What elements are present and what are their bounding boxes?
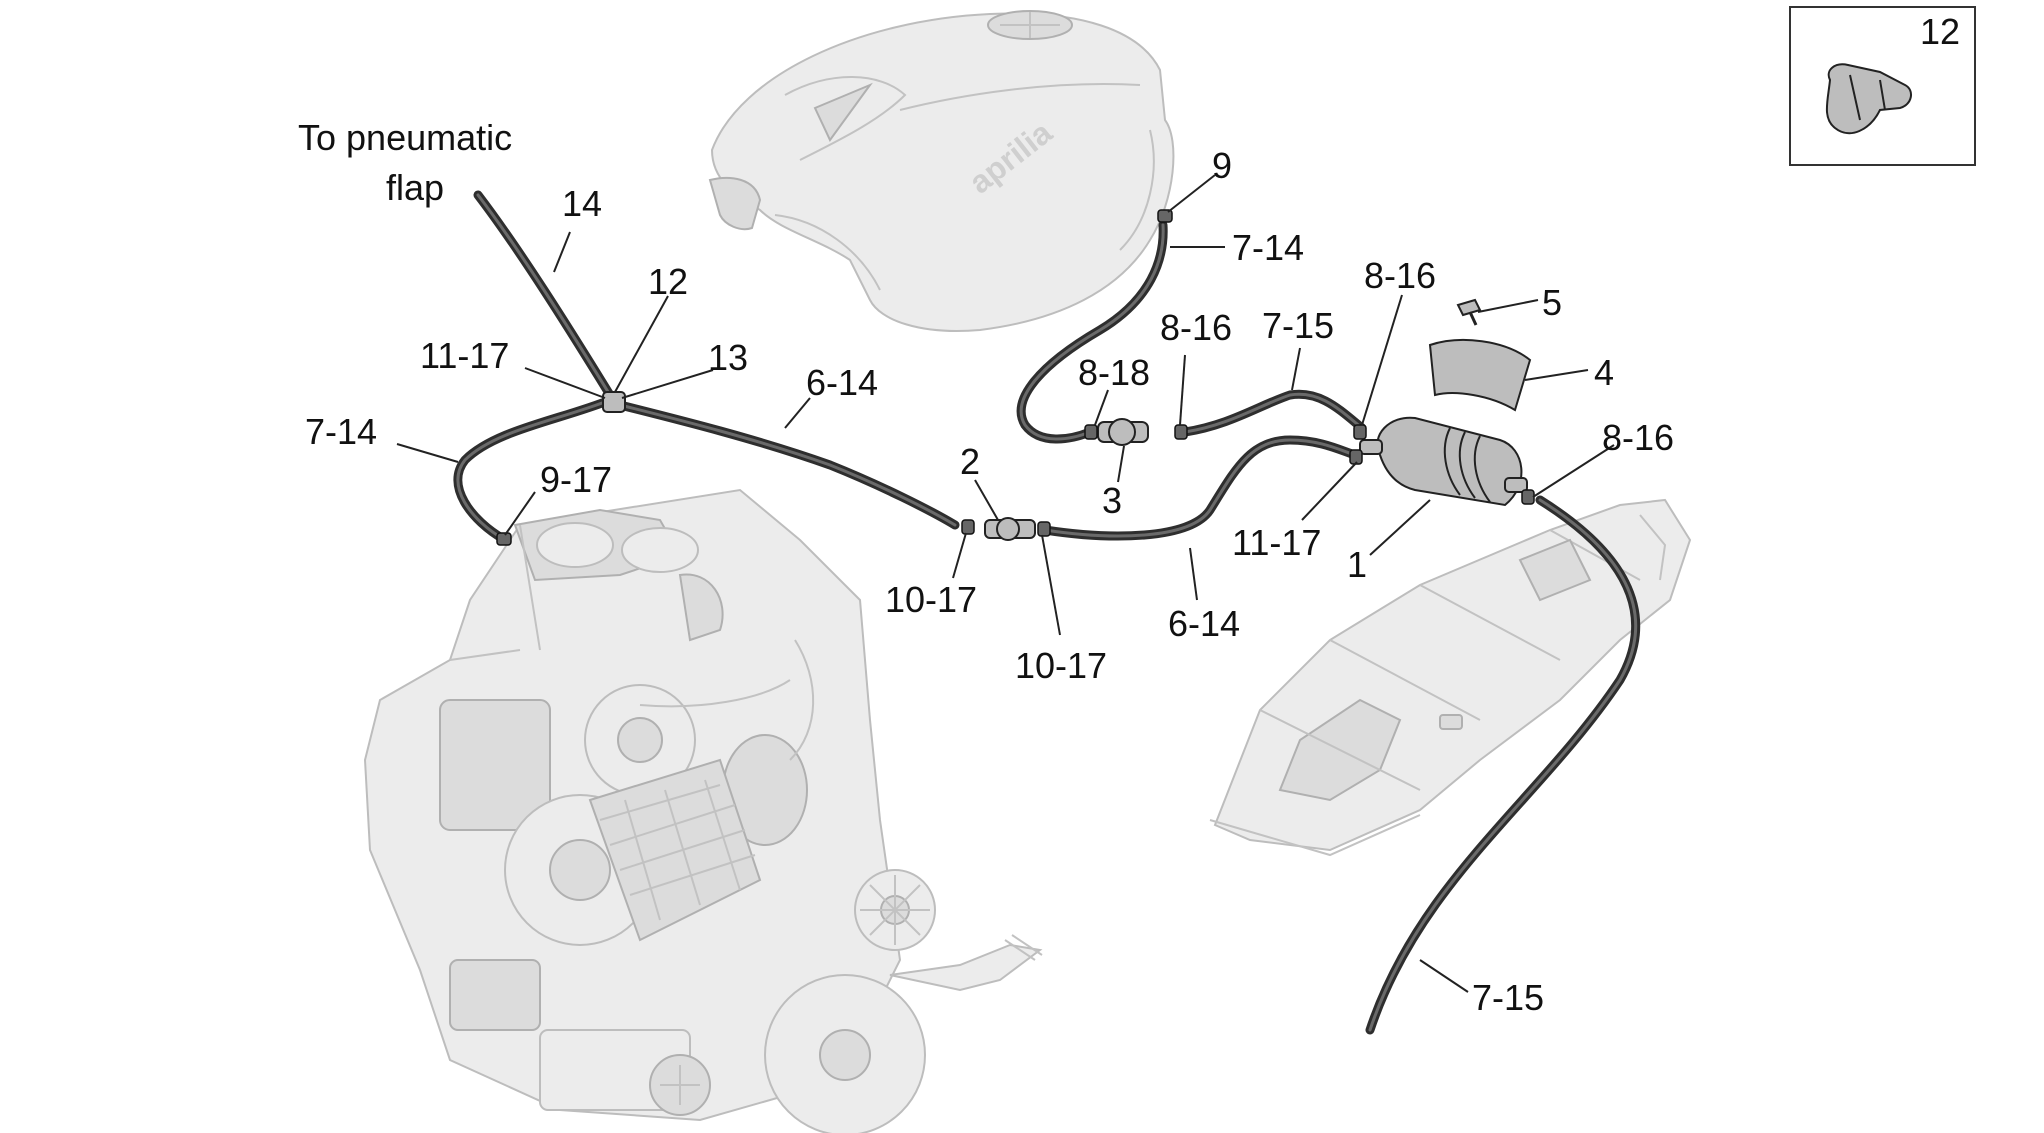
label-13: 13: [708, 337, 748, 378]
fuel-filter-part-1: [1359, 416, 1528, 507]
hose-7-14-top: [1016, 220, 1168, 444]
label-8-16-mid: 8-16: [1160, 307, 1232, 348]
label-8-16-right: 8-16: [1602, 417, 1674, 458]
label-1: 1: [1347, 544, 1367, 585]
label-7-15-top: 7-15: [1262, 305, 1334, 346]
label-9-17: 9-17: [540, 459, 612, 500]
label-7-14-left: 7-14: [305, 411, 377, 452]
label-10-17-left: 10-17: [885, 579, 977, 620]
label-11-17-right: 11-17: [1232, 522, 1321, 563]
hose-14: [473, 190, 615, 400]
label-7-14-top: 7-14: [1232, 227, 1304, 268]
hose-6-14-left: [615, 400, 960, 530]
label-14-top: 14: [562, 183, 602, 224]
label-10-17-right: 10-17: [1015, 645, 1107, 686]
label-2: 2: [960, 441, 980, 482]
label-6-14-bottom: 6-14: [1168, 603, 1240, 644]
hose-7-15-top: [1180, 389, 1367, 437]
inset-box-part-12: 12: [1789, 6, 1976, 166]
hose-7-15-bottom: [1365, 495, 1641, 1035]
hose-7-14-left: [453, 395, 615, 545]
hose-6-14-right: [1040, 435, 1360, 541]
label-4: 4: [1594, 352, 1614, 393]
inset-number-label: 12: [1920, 11, 1960, 52]
t-junction-part-12: [602, 391, 626, 413]
valve-part-3: [1097, 418, 1149, 446]
label-to-pneumatic-flap-line1: To pneumatic: [298, 117, 512, 158]
connector-part-2: [984, 517, 1036, 541]
cover-part-4: [1428, 339, 1532, 412]
label-6-14-top: 6-14: [806, 362, 878, 403]
label-8-16-top: 8-16: [1364, 255, 1436, 296]
label-12-mid: 12: [648, 261, 688, 302]
rear-undertray-ghost: [1209, 498, 1692, 857]
hose-clamps: [496, 209, 1535, 546]
fuel-tank-ghost: aprilia: [708, 10, 1175, 332]
leader-lines: [396, 174, 1615, 993]
label-3: 3: [1102, 480, 1122, 521]
label-11-17-left: 11-17: [420, 335, 509, 376]
label-9: 9: [1212, 145, 1232, 186]
label-to-pneumatic-flap-line2: flap: [386, 167, 444, 208]
label-8-18: 8-18: [1078, 352, 1150, 393]
engine-ghost: [363, 488, 1043, 1133]
callout-labels: To pneumatic flap 14 12 11-17 13 6-14 7-…: [298, 117, 1674, 1018]
label-5: 5: [1542, 282, 1562, 323]
label-7-15-bottom: 7-15: [1472, 977, 1544, 1018]
screw-part-5: [1456, 298, 1482, 326]
